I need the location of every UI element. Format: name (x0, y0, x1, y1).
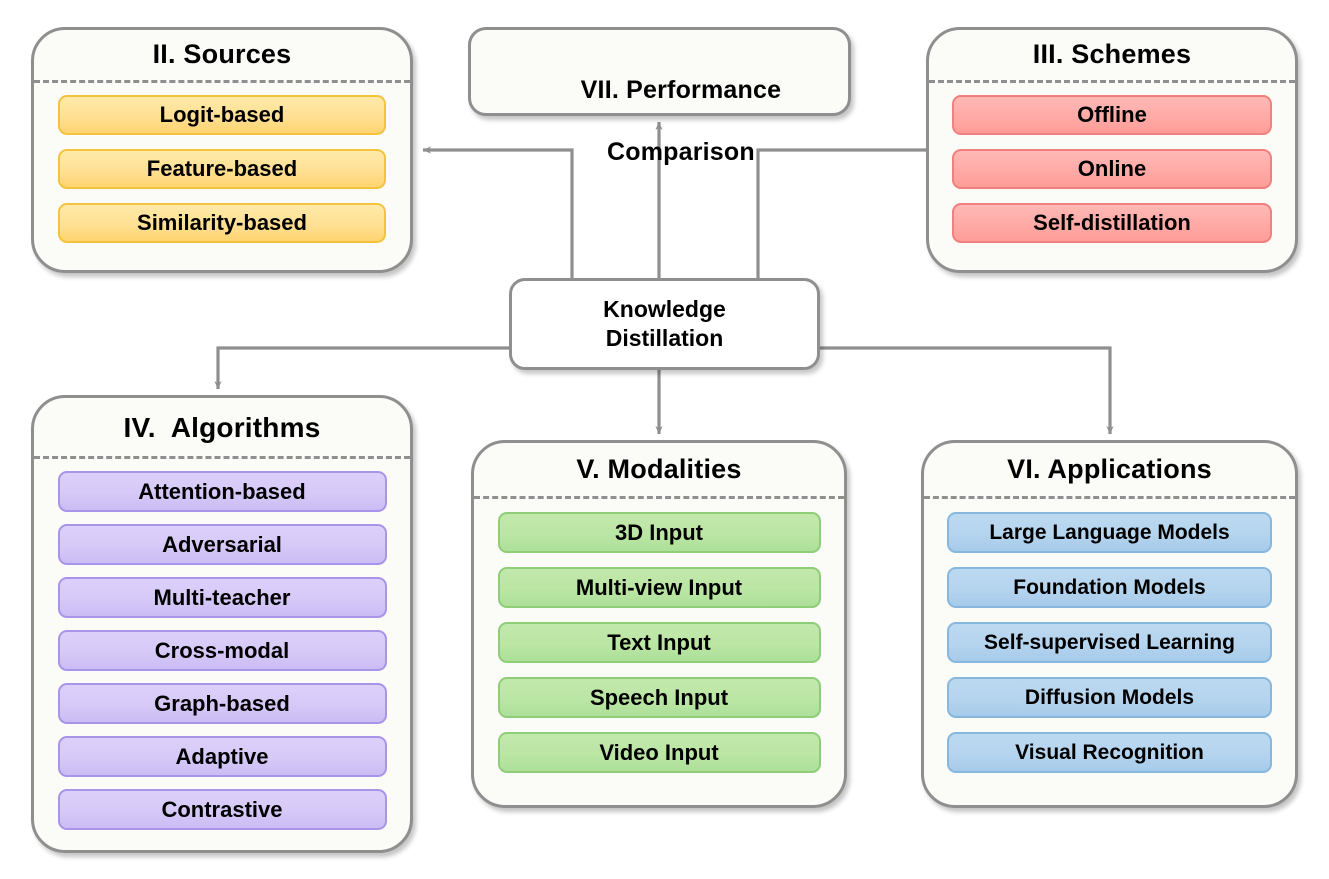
pill-self-supervised-learning[interactable]: Self-supervised Learning (947, 622, 1272, 663)
pill-similarity-based[interactable]: Similarity-based (58, 203, 386, 243)
connector-to-algorithms (214, 346, 509, 390)
card-algorithms[interactable]: IV. Algorithms Attention-based Adversari… (31, 395, 413, 853)
pill-adaptive[interactable]: Adaptive (57, 736, 387, 777)
pill-video-input[interactable]: Video Input (497, 732, 821, 773)
card-schemes-divider (929, 80, 1295, 83)
card-modalities-title: V. Modalities (576, 454, 742, 484)
card-applications-title: VI. Applications (1007, 454, 1212, 484)
pill-contrastive[interactable]: Contrastive (57, 789, 387, 830)
card-performance-comparison[interactable]: VII. Performance Comparison (468, 27, 851, 166)
card-schemes-title: III. Schemes (1032, 39, 1192, 69)
pill-multi-teacher[interactable]: Multi-teacher (57, 577, 387, 618)
pill-multi-view-input[interactable]: Multi-view Input (497, 567, 821, 608)
card-sources-title: II. Sources (152, 39, 292, 69)
pill-feature-based[interactable]: Feature-based (58, 149, 386, 189)
pill-speech-input[interactable]: Speech Input (497, 677, 821, 718)
card-modalities[interactable]: V. Modalities 3D Input Multi-view Input … (471, 440, 847, 808)
card-sources-items: Logit-based Feature-based Similarity-bas… (34, 83, 410, 243)
card-sources[interactable]: II. Sources Logit-based Feature-based Si… (31, 27, 413, 273)
card-algorithms-items: Attention-based Adversarial Multi-teache… (34, 459, 410, 830)
pill-cross-modal[interactable]: Cross-modal (57, 630, 387, 671)
pill-offline[interactable]: Offline (952, 95, 1272, 135)
pill-large-language-models[interactable]: Large Language Models (947, 512, 1272, 553)
connector-to-applications (820, 346, 1114, 435)
pill-visual-recognition[interactable]: Visual Recognition (947, 732, 1272, 773)
pill-3d-input[interactable]: 3D Input (497, 512, 821, 553)
pill-online[interactable]: Online (952, 149, 1272, 189)
pill-self-distillation[interactable]: Self-distillation (952, 203, 1272, 243)
hub-label-line1: Knowledge (603, 295, 726, 322)
hub-label-line2: Distillation (605, 325, 724, 351)
connector-to-sources (422, 146, 574, 278)
hub-knowledge-distillation[interactable]: Knowledge Distillation (509, 278, 820, 370)
card-modalities-items: 3D Input Multi-view Input Text Input Spe… (474, 499, 844, 773)
card-algorithms-title: IV. Algorithms (123, 412, 321, 443)
card-applications[interactable]: VI. Applications Large Language Models F… (921, 440, 1298, 808)
card-performance-title-line1: VII. Performance (580, 76, 782, 104)
card-sources-divider (34, 80, 410, 83)
card-schemes[interactable]: III. Schemes Offline Online Self-distill… (926, 27, 1298, 273)
card-applications-items: Large Language Models Foundation Models … (924, 499, 1295, 773)
card-applications-divider (924, 496, 1295, 499)
card-performance-title: VII. Performance Comparison (471, 30, 848, 213)
pill-adversarial[interactable]: Adversarial (57, 524, 387, 565)
pill-attention-based[interactable]: Attention-based (57, 471, 387, 512)
card-algorithms-divider (34, 456, 410, 459)
card-performance-title-line2: Comparison (607, 138, 755, 166)
pill-graph-based[interactable]: Graph-based (57, 683, 387, 724)
card-schemes-items: Offline Online Self-distillation (929, 83, 1295, 243)
card-modalities-divider (474, 496, 844, 499)
pill-text-input[interactable]: Text Input (497, 622, 821, 663)
hub-label: Knowledge Distillation (603, 295, 726, 354)
pill-foundation-models[interactable]: Foundation Models (947, 567, 1272, 608)
pill-diffusion-models[interactable]: Diffusion Models (947, 677, 1272, 718)
pill-logit-based[interactable]: Logit-based (58, 95, 386, 135)
